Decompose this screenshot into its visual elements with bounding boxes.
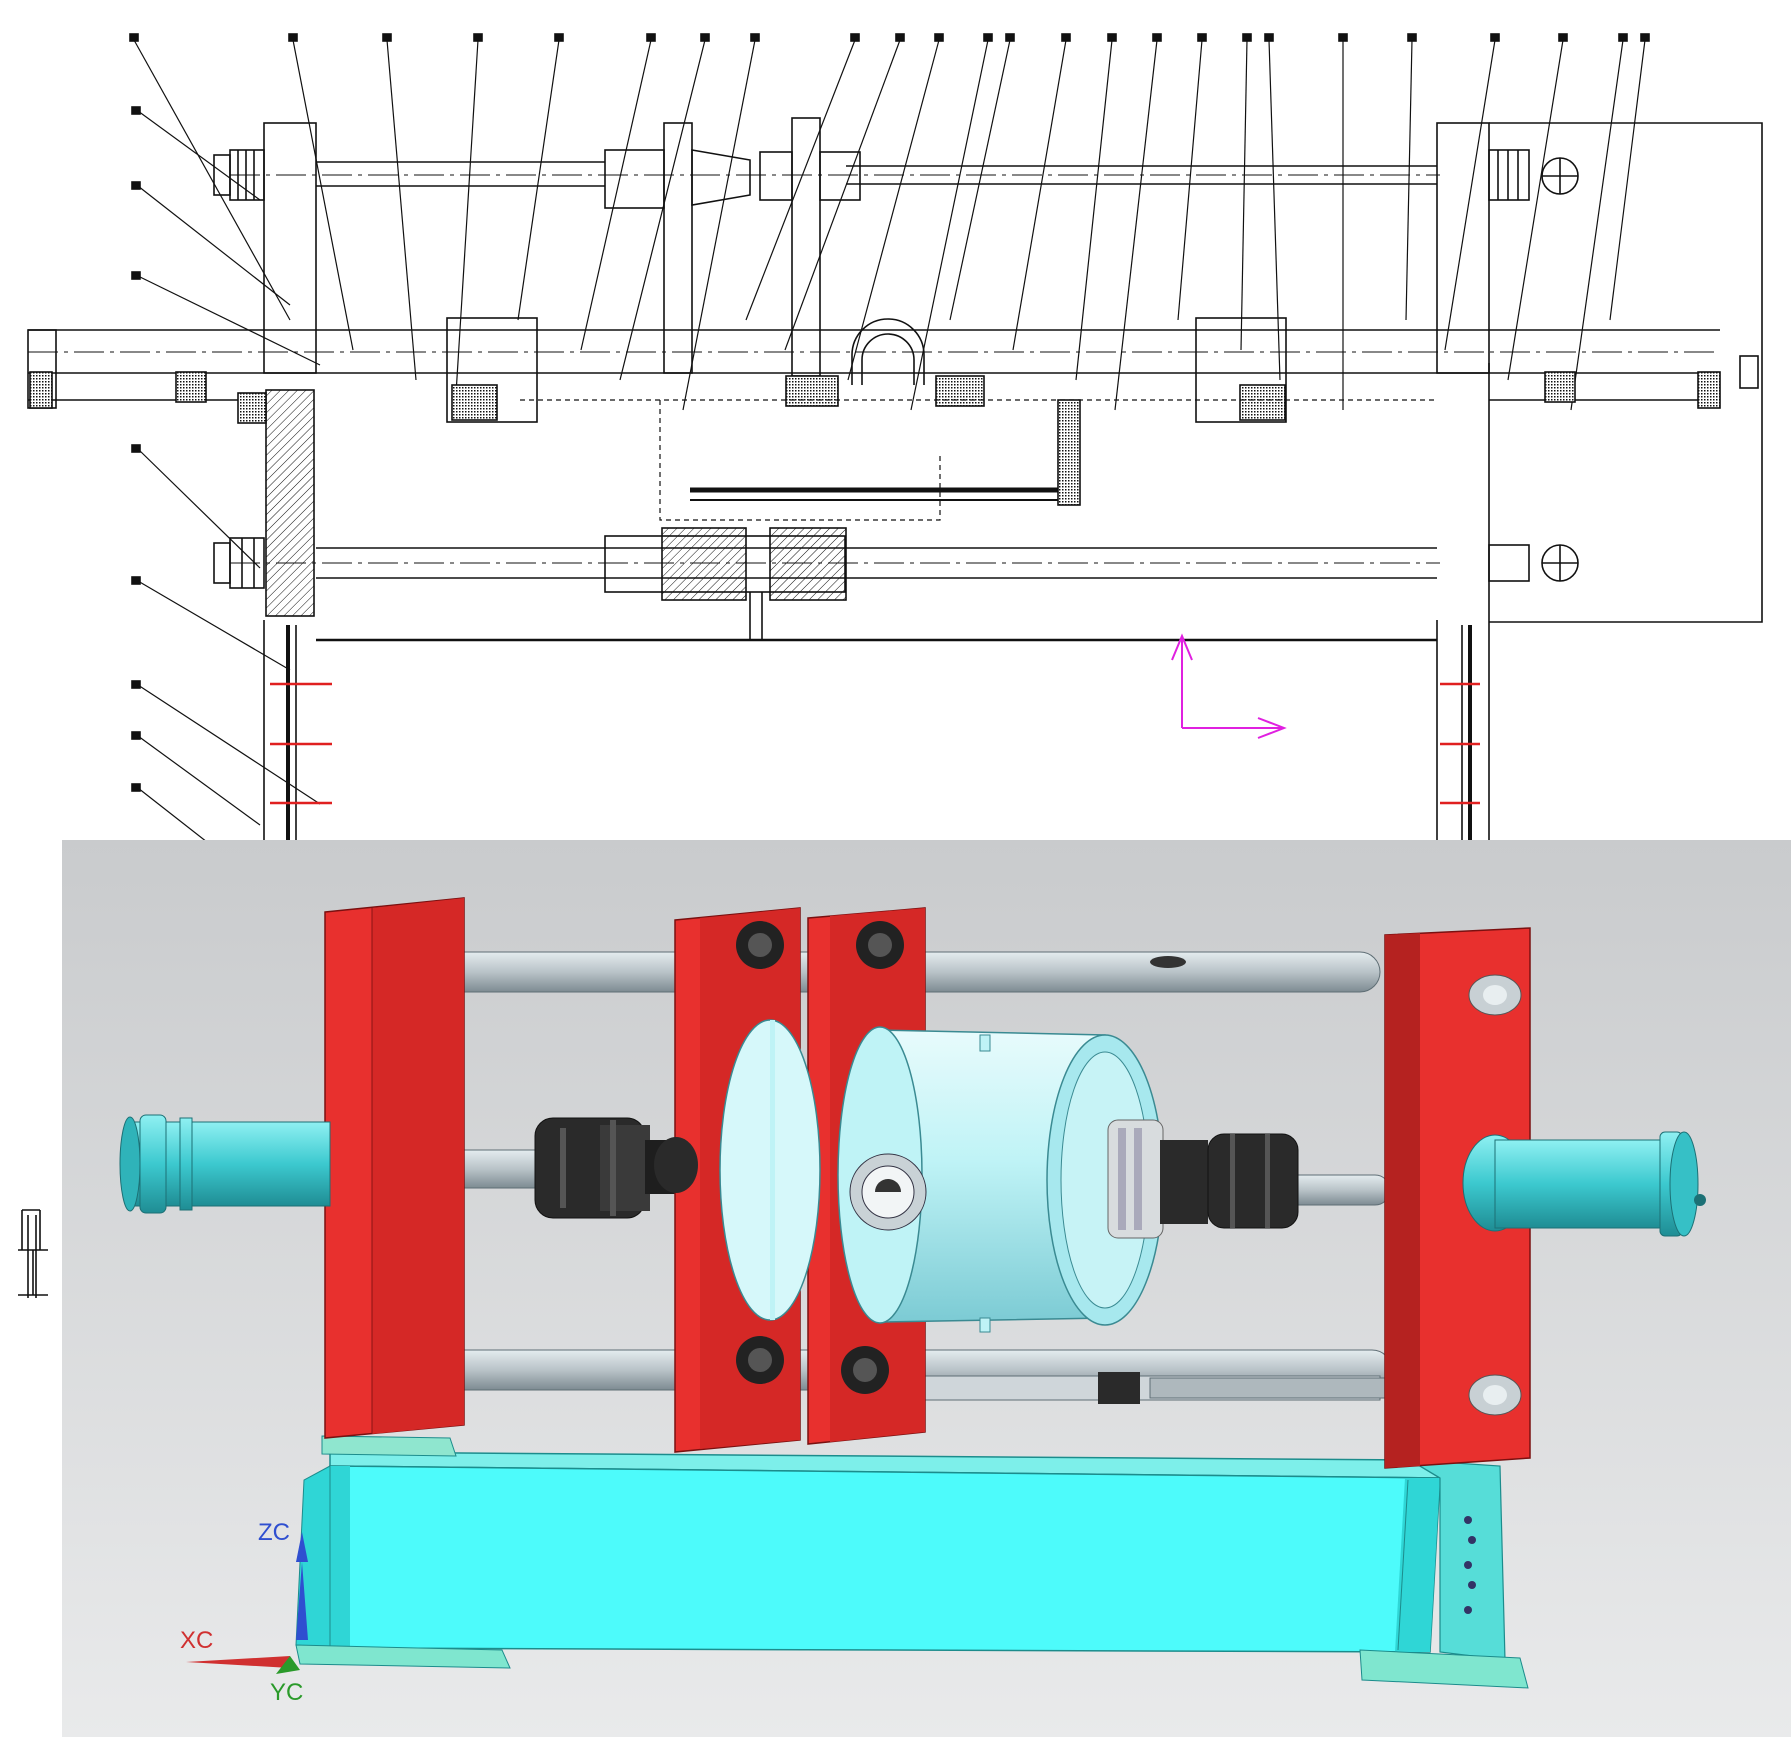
callout-balloon [850,33,860,42]
leader-line [137,110,261,201]
leader-line [1444,39,1496,351]
leader-line [910,39,989,411]
callout-balloon [131,444,141,453]
callout-balloon [131,181,141,190]
callout-balloon [1197,33,1207,42]
left-frame-plate-outline [263,122,317,374]
callout-balloon [1242,33,1252,42]
hidden-housing [659,400,941,521]
callout-balloon [1618,33,1628,42]
callout-balloon [1264,33,1274,42]
callout-balloon [1407,33,1417,42]
leader-line [1268,39,1281,381]
callout-balloon [288,33,298,42]
leader-line [1405,39,1413,321]
engineering-drawing [18,33,1763,1298]
leader-line [1012,39,1067,351]
base-beam [295,1435,1529,1689]
bottom-frame [263,592,1490,840]
clipped-beam-symbol [18,1209,48,1298]
callout-balloon [1152,33,1162,42]
main-shaft [27,329,1759,409]
callout-balloon [554,33,564,42]
callout-balloon [1005,33,1015,42]
callout-balloon [1107,33,1117,42]
callout-balloons-top [129,33,1650,411]
leader-line [292,39,354,351]
callout-balloon [895,33,905,42]
callout-balloon [131,271,141,280]
leader-line [1507,39,1564,381]
callout-balloon [473,33,483,42]
leader-line [682,39,756,411]
callout-balloon [131,106,141,115]
lower-tie-rod [213,527,1579,601]
callout-balloon [131,783,141,792]
zc-axis-label: ZC [258,1519,290,1546]
leader-line [784,39,901,351]
leader-line [745,39,856,321]
leader-line [1609,39,1646,321]
left-coupling [534,1117,685,1219]
callout-balloon [129,33,139,42]
main-cylinder [719,1019,1164,1333]
left-upper-nut [213,149,265,201]
bearing-blocks [446,317,1287,423]
leader-line [1177,39,1203,321]
callout-balloon [1061,33,1071,42]
cad-model-viewport[interactable]: ZC XC YC [62,840,1791,1737]
leader-line [1114,39,1158,411]
right-coupling [1107,1119,1299,1239]
center-plate-b [791,117,821,377]
right-frame-plate-outline [1436,122,1490,374]
leader-line [133,39,291,321]
leader-line [1240,39,1248,351]
right-frame-plate [1384,927,1531,1469]
coordinate-triad: ZC XC YC [180,1519,308,1706]
drawing-coordinate-axes [1171,633,1287,739]
callout-balloon [1558,33,1568,42]
leader-line [580,39,652,351]
leader-line [949,39,1011,321]
leader-line [847,39,940,381]
callout-balloon [750,33,760,42]
callout-balloon [131,731,141,740]
linear-actuator [879,1372,1391,1404]
leader-line [454,39,479,411]
callout-balloon [131,576,141,585]
left-column-section [265,389,315,617]
leader-line [137,735,261,826]
leader-line [1570,39,1624,411]
leader-line [137,448,261,569]
callout-balloon [131,680,141,689]
leader-line [517,39,560,321]
callout-balloon [646,33,656,42]
callout-balloon [1490,33,1500,42]
callout-balloon [700,33,710,42]
center-plate-a [663,122,693,374]
upper-tie-rod [230,161,1440,187]
right-upper-nut [1488,149,1579,201]
callout-balloon [983,33,993,42]
callout-balloon [934,33,944,42]
right-cyan-actuator [1462,1131,1706,1237]
callout-balloon [382,33,392,42]
lower-rack [690,399,1081,506]
callout-balloon [1640,33,1650,42]
left-frame-plate [324,897,465,1439]
leader-line [386,39,417,381]
leader-line [137,275,321,366]
leader-line [619,39,706,381]
yc-axis-label: YC [270,1679,303,1706]
left-cyan-actuator [119,1114,331,1214]
right-housing-outline [1489,122,1763,623]
xc-axis-label: XC [180,1627,213,1654]
callout-balloon [1338,33,1348,42]
red-dimension-marks [270,682,1480,805]
leader-line [1075,39,1113,381]
